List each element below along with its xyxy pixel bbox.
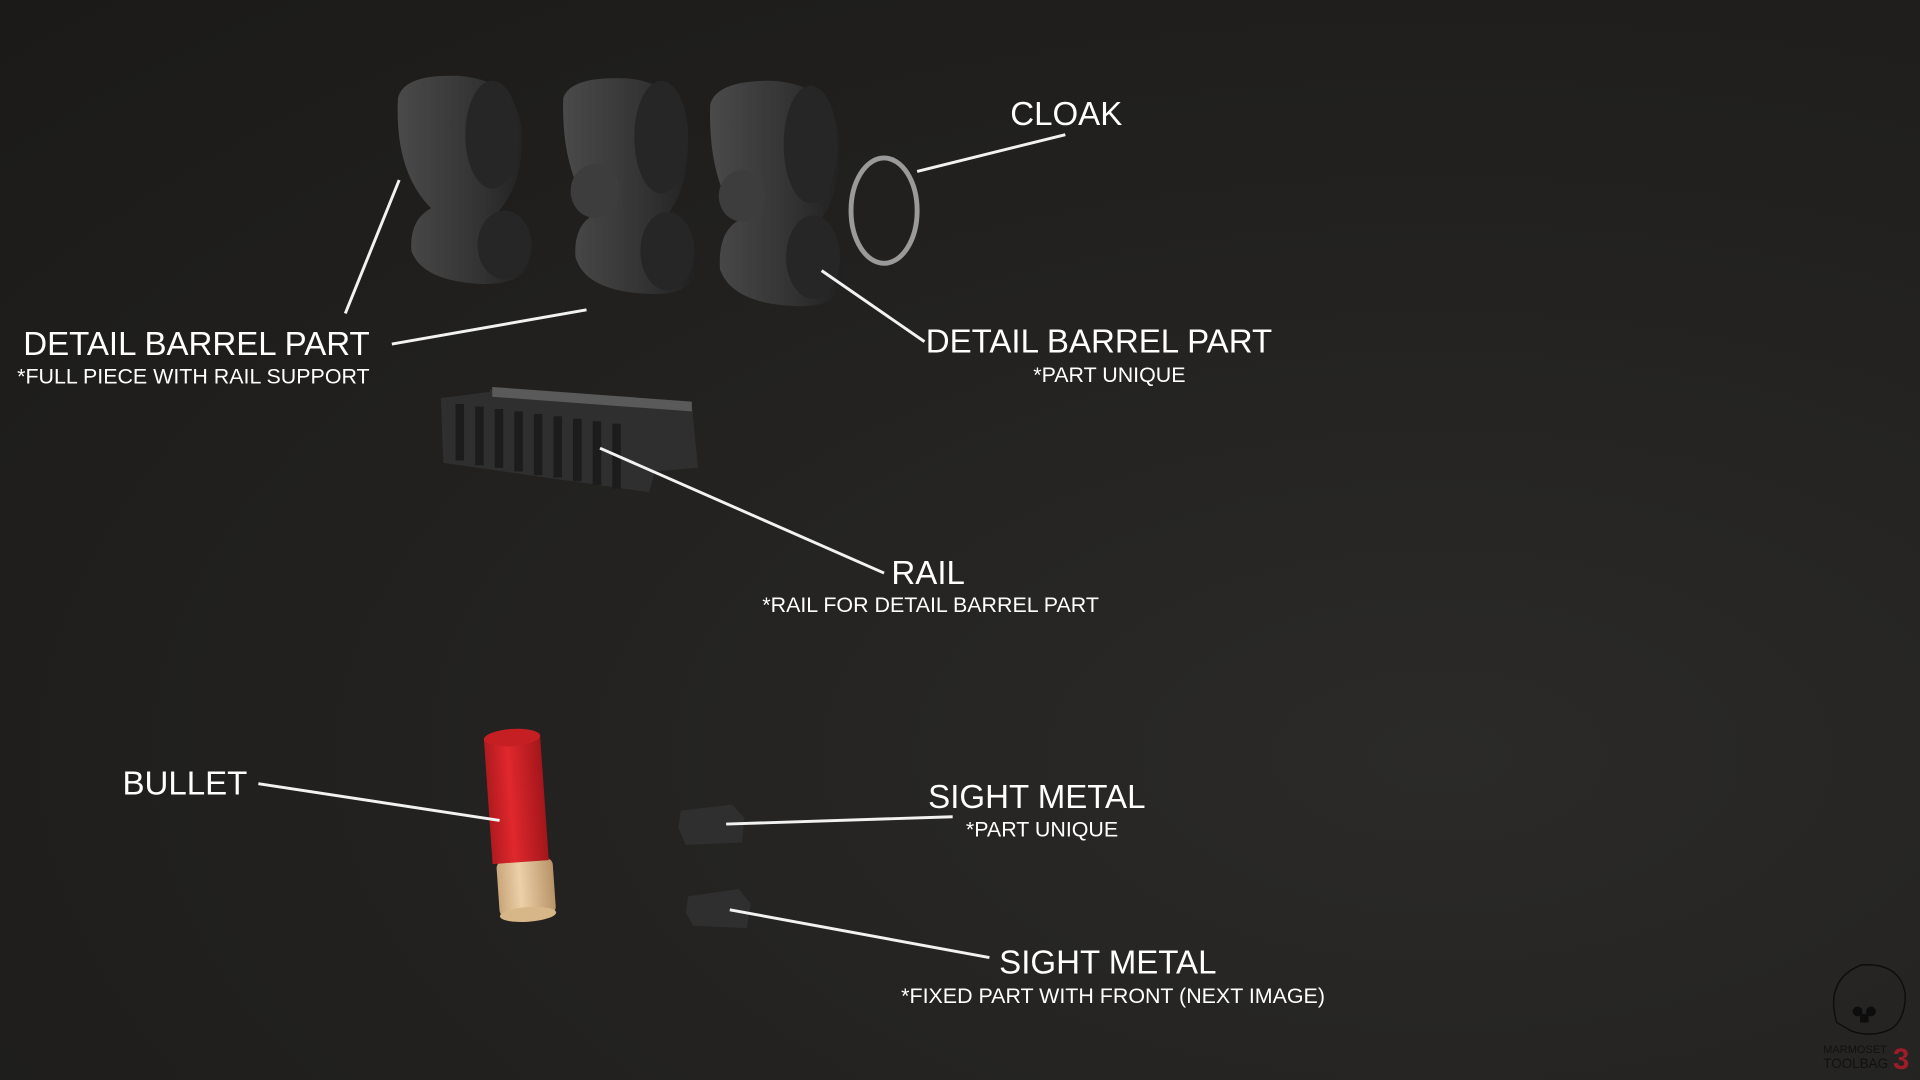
label-detail-barrel-left-title: DETAIL BARREL PART	[23, 326, 369, 363]
label-cloak-title: CLOAK	[1010, 96, 1122, 133]
label-bullet-title: BULLET	[122, 766, 247, 803]
label-sight-metal-2-title: SIGHT METAL	[999, 944, 1216, 981]
label-detail-barrel-right-title: DETAIL BARREL PART	[926, 324, 1272, 361]
sight-metal-1	[678, 804, 745, 845]
detail-barrel-part-2	[563, 78, 700, 295]
logo-version: 3	[1893, 1043, 1909, 1076]
label-detail-barrel-left-subtitle: *FULL PIECE WITH RAIL SUPPORT	[17, 364, 369, 388]
label-sight-metal-2-subtitle: *FIXED PART WITH FRONT (NEXT IMAGE)	[901, 984, 1325, 1008]
label-detail-barrel-right-subtitle: *PART UNIQUE	[1033, 363, 1185, 387]
detail-barrel-part-1	[397, 75, 534, 285]
bullet-shell	[483, 728, 557, 922]
label-rail-title: RAIL	[891, 555, 964, 592]
leader-lines	[258, 133, 1066, 959]
marmoset-toolbag-logo: MARMOSET TOOLBAG 3	[1823, 964, 1909, 1076]
label-sight-metal-1-title: SIGHT METAL	[928, 779, 1145, 816]
rail-part	[440, 386, 698, 493]
logo-line2: TOOLBAG	[1823, 1056, 1888, 1071]
cloak-ring	[848, 155, 920, 266]
detail-barrel-part-3	[710, 80, 845, 307]
sight-metal-2	[685, 888, 751, 929]
logo-line1: MARMOSET	[1823, 1044, 1887, 1056]
label-sight-metal-1-subtitle: *PART UNIQUE	[966, 817, 1118, 841]
label-rail-subtitle: *RAIL FOR DETAIL BARREL PART	[762, 593, 1099, 617]
